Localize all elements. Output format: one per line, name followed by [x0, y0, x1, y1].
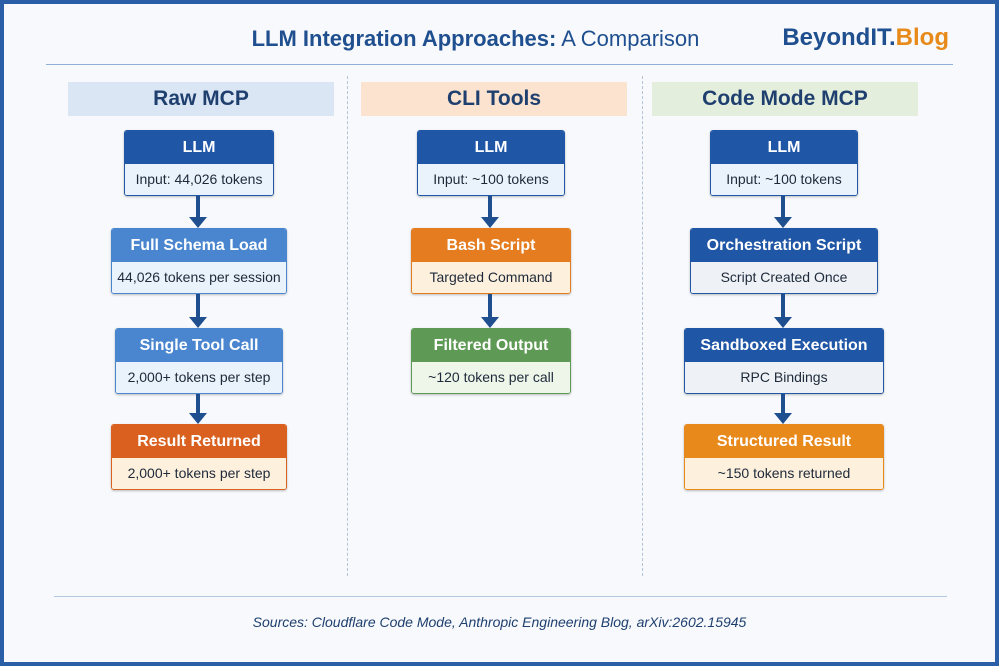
code-result-box: Structured Result ~150 tokens returned [684, 424, 884, 490]
brand-logo: BeyondIT.Blog [782, 24, 949, 52]
down-arrow-icon [480, 196, 500, 228]
box-body: Targeted Command [412, 262, 570, 293]
header-divider [46, 64, 953, 65]
box-header: Sandboxed Execution [685, 329, 883, 362]
down-arrow-icon [188, 196, 208, 228]
page-title: LLM Integration Approaches: A Comparison [4, 26, 947, 52]
box-header: Structured Result [685, 425, 883, 458]
box-body: 44,026 tokens per session [112, 262, 286, 293]
code-orchestration-box: Orchestration Script Script Created Once [690, 228, 878, 294]
box-header: Result Returned [112, 425, 286, 458]
down-arrow-icon [188, 394, 208, 424]
box-body: RPC Bindings [685, 362, 883, 393]
box-body: 2,000+ tokens per step [112, 458, 286, 489]
box-body: Script Created Once [691, 262, 877, 293]
box-header: LLM [418, 131, 564, 164]
column-header-code-mode-mcp: Code Mode MCP [652, 82, 918, 116]
down-arrow-icon [773, 294, 793, 328]
column-header-cli-tools: CLI Tools [361, 82, 627, 116]
brand-accent: Blog [895, 24, 949, 51]
down-arrow-icon [773, 394, 793, 424]
sources-note: Sources: Cloudflare Code Mode, Anthropic… [252, 614, 747, 630]
code-sandbox-box: Sandboxed Execution RPC Bindings [684, 328, 884, 394]
box-body: ~150 tokens returned [685, 458, 883, 489]
raw-llm-box: LLM Input: 44,026 tokens [124, 130, 274, 196]
box-body: Input: ~100 tokens [418, 164, 564, 195]
box-body: 2,000+ tokens per step [116, 362, 282, 393]
cli-bash-box: Bash Script Targeted Command [411, 228, 571, 294]
raw-toolcall-box: Single Tool Call 2,000+ tokens per step [115, 328, 283, 394]
down-arrow-icon [773, 196, 793, 228]
box-body: Input: ~100 tokens [711, 164, 857, 195]
cli-output-box: Filtered Output ~120 tokens per call [411, 328, 571, 394]
raw-result-box: Result Returned 2,000+ tokens per step [111, 424, 287, 490]
box-header: Single Tool Call [116, 329, 282, 362]
box-header: LLM [711, 131, 857, 164]
box-header: Orchestration Script [691, 229, 877, 262]
box-header: Full Schema Load [112, 229, 286, 262]
box-body: ~120 tokens per call [412, 362, 570, 393]
box-header: Bash Script [412, 229, 570, 262]
box-header: Filtered Output [412, 329, 570, 362]
code-llm-box: LLM Input: ~100 tokens [710, 130, 858, 196]
footer-divider [54, 596, 947, 597]
box-body: Input: 44,026 tokens [125, 164, 273, 195]
title-rest: A Comparison [556, 26, 700, 51]
raw-schema-box: Full Schema Load 44,026 tokens per sessi… [111, 228, 287, 294]
cli-llm-box: LLM Input: ~100 tokens [417, 130, 565, 196]
down-arrow-icon [188, 294, 208, 328]
column-header-raw-mcp: Raw MCP [68, 82, 334, 116]
box-header: LLM [125, 131, 273, 164]
column-separator [642, 76, 643, 576]
title-bold: LLM Integration Approaches: [251, 26, 557, 51]
column-separator [347, 76, 348, 576]
brand-main: BeyondIT. [782, 24, 896, 51]
down-arrow-icon [480, 294, 500, 328]
